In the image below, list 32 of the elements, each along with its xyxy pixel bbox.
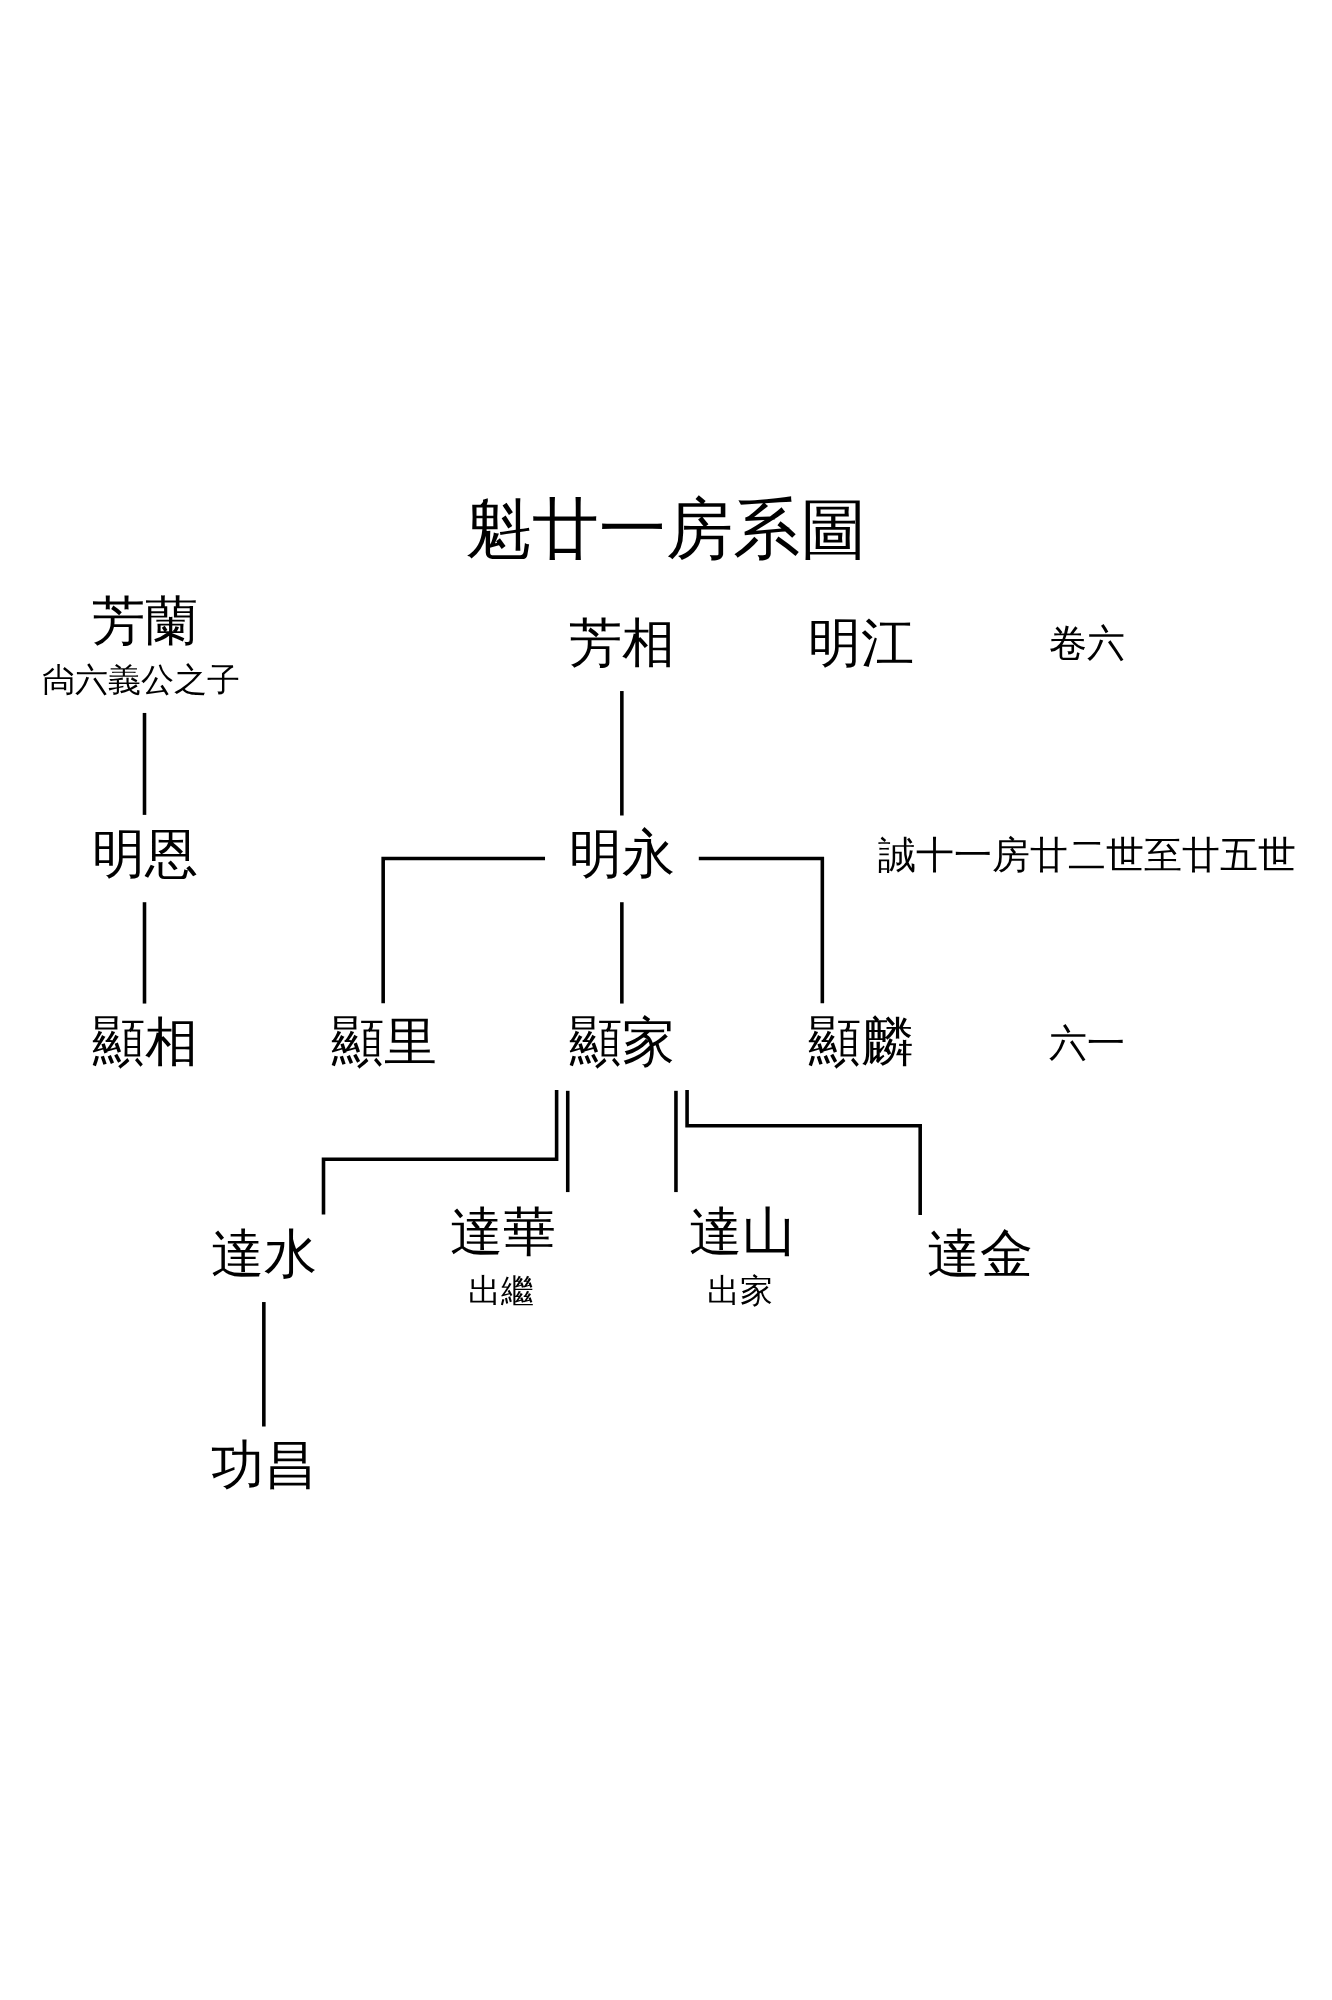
node-text: 明江 xyxy=(808,611,915,673)
connector xyxy=(620,690,624,815)
node-text: 顯相 xyxy=(91,1010,198,1072)
node-label: 尙六義公之子 xyxy=(41,659,240,699)
node-label: 出繼 xyxy=(467,1270,534,1310)
node-text: 達金 xyxy=(927,1222,1034,1284)
label: 誠十一房廿二世至廿五世 xyxy=(878,832,1297,877)
connector xyxy=(685,1089,922,1215)
connector xyxy=(381,856,545,1003)
connector xyxy=(262,1301,266,1426)
node-text: 顯里 xyxy=(330,1010,437,1072)
connector xyxy=(674,1090,678,1192)
connector xyxy=(565,1090,570,1192)
node-text: 明恩 xyxy=(91,822,198,884)
label: 卷六 xyxy=(1049,620,1126,665)
connector xyxy=(142,712,147,815)
node-text: 明永 xyxy=(569,822,676,884)
diagram-title: 魁廿一房系圖 xyxy=(465,489,867,568)
node-text: 功昌 xyxy=(211,1433,318,1495)
node-text: 芳蘭 xyxy=(91,589,198,651)
connector xyxy=(698,856,825,1003)
connector xyxy=(620,901,624,1004)
node-text: 顯家 xyxy=(569,1010,676,1072)
node-text: 顯麟 xyxy=(808,1010,915,1072)
connector xyxy=(142,901,147,1004)
label: 六一 xyxy=(1049,1020,1126,1065)
connector xyxy=(321,1089,559,1215)
node-text: 達華 xyxy=(450,1200,556,1262)
node-text: 達山 xyxy=(688,1200,795,1262)
node-label: 出家 xyxy=(706,1270,773,1310)
node-text: 達水 xyxy=(211,1222,318,1284)
node-text: 芳相 xyxy=(569,611,676,673)
